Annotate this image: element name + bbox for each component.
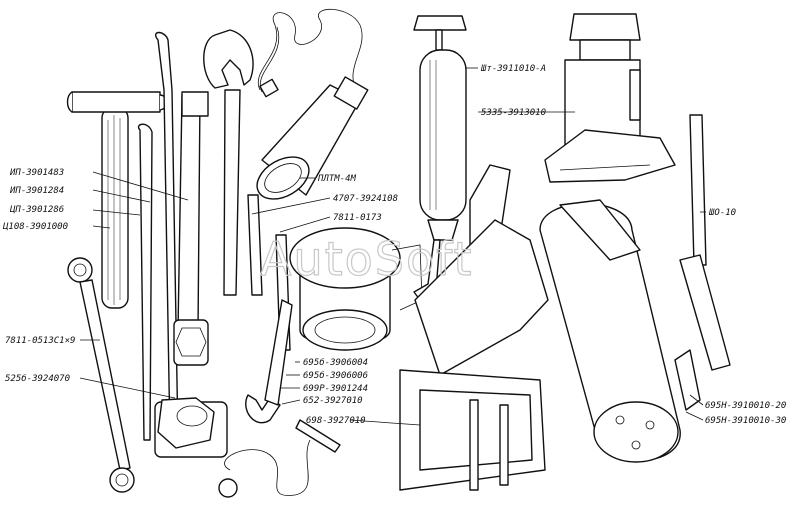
box-wrench-drawing — [67, 257, 135, 493]
part-labels: ИП-3901483 ИП-3901284 ЦП-3901286 Ц108-39… — [2, 64, 786, 426]
socket-drawing — [154, 397, 228, 458]
label-ip-3901483: ИП-3901483 — [9, 168, 64, 178]
lamp-drawing — [256, 76, 369, 200]
label-695b-3906004: 695б-3906004 — [303, 357, 368, 368]
label-ts108-3901000: Ц108-3901000 — [2, 222, 68, 232]
label-695n-20: 695Н-3910010-20 — [705, 401, 786, 411]
leader-lines — [79, 67, 706, 426]
hammer-drawing — [66, 91, 169, 309]
label-5335-3913010: 5335-3913010 — [481, 108, 546, 118]
open-end-wrench-drawing — [203, 29, 254, 296]
pump-cylinder-drawing — [539, 199, 701, 463]
label-pltm-4m: ПЛТМ-4М — [317, 174, 357, 184]
label-652-3927010: 652-3927010 — [303, 396, 363, 406]
hydraulic-jack-drawing — [544, 13, 676, 183]
cable-drawing — [257, 8, 363, 98]
label-7811-0513c1x9: 7811-0513С1×9 — [5, 336, 75, 346]
label-7811-0173: 7811-0173 — [333, 213, 382, 223]
hose-drawing — [218, 194, 341, 498]
rods-drawing — [137, 31, 209, 441]
label-ip-3901284: ИП-3901284 — [9, 186, 64, 196]
bracket-drawing — [399, 164, 549, 491]
label-695b-3906006: 695б-3906006 — [303, 370, 368, 381]
watermark-text: AutoSoft — [260, 232, 474, 286]
label-sht-3911010a: Шт-3911010-А — [480, 64, 546, 74]
filter-cylinder-drawing — [289, 227, 423, 351]
label-698-3927010: 698-3927010 — [306, 416, 366, 426]
label-4707-3924108: 4707-3924108 — [333, 194, 398, 204]
blade-drawing — [679, 114, 731, 371]
label-tsp-3901286: ЦП-3901286 — [9, 205, 64, 215]
label-sho-10: ШО-10 — [708, 208, 736, 218]
label-699r-3901244: 699Р-3901244 — [303, 384, 368, 394]
label-525b-3924070: 525б-3924070 — [5, 373, 70, 384]
label-695n-30: 695Н-3910010-30 — [705, 416, 786, 426]
